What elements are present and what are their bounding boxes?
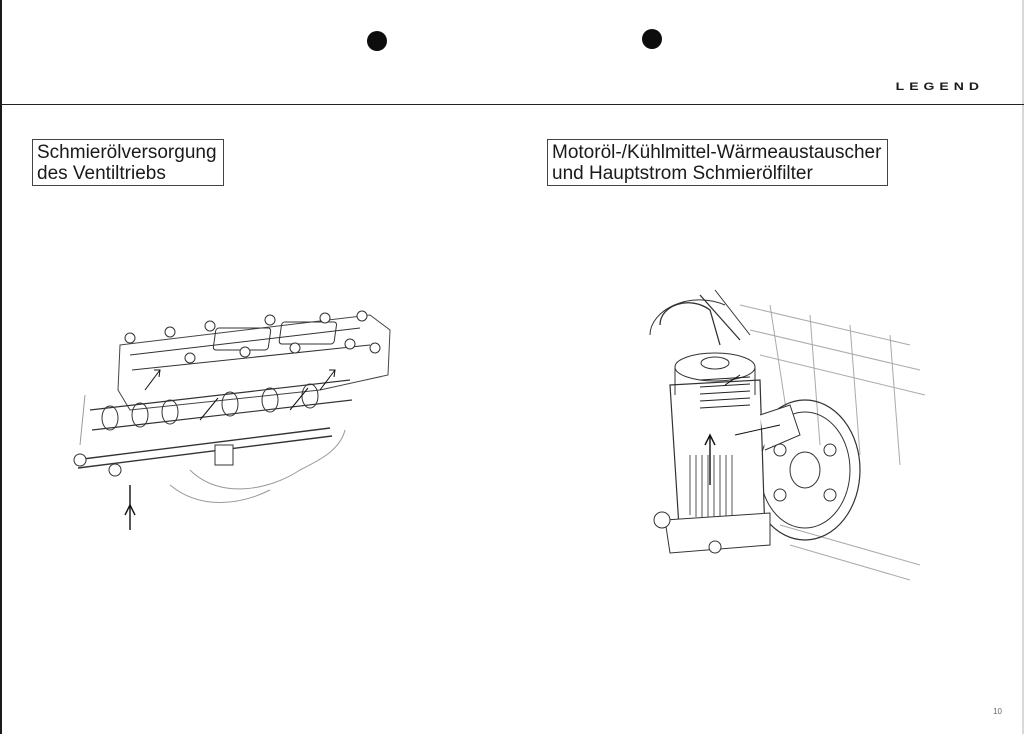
right-section-title: Motoröl-/Kühlmittel-Wärmeaustauscher und… xyxy=(547,139,889,186)
page-header: LEGEND xyxy=(0,0,1024,105)
left-title-line-2: des Ventiltriebs xyxy=(37,163,166,184)
page-number: 10 xyxy=(993,707,1002,716)
right-title-line-1: Motoröl-/Kühlmittel-Wärmeaustauscher xyxy=(552,142,882,163)
right-title-line-2: und Hauptstrom Schmierölfilter xyxy=(552,163,813,184)
brand-logo: LEGEND xyxy=(895,79,984,93)
valve-train-lubrication-illustration xyxy=(73,310,391,530)
page-edge-left xyxy=(0,0,2,734)
left-section-title: Schmierölversorgung des Ventiltriebs xyxy=(32,139,224,186)
punch-hole-right xyxy=(642,29,662,49)
oil-cooler-filter-illustration xyxy=(649,289,926,581)
page-edge-right xyxy=(1022,0,1024,734)
left-title-line-1: Schmierölversorgung xyxy=(37,142,217,163)
punch-hole-left xyxy=(367,31,387,51)
